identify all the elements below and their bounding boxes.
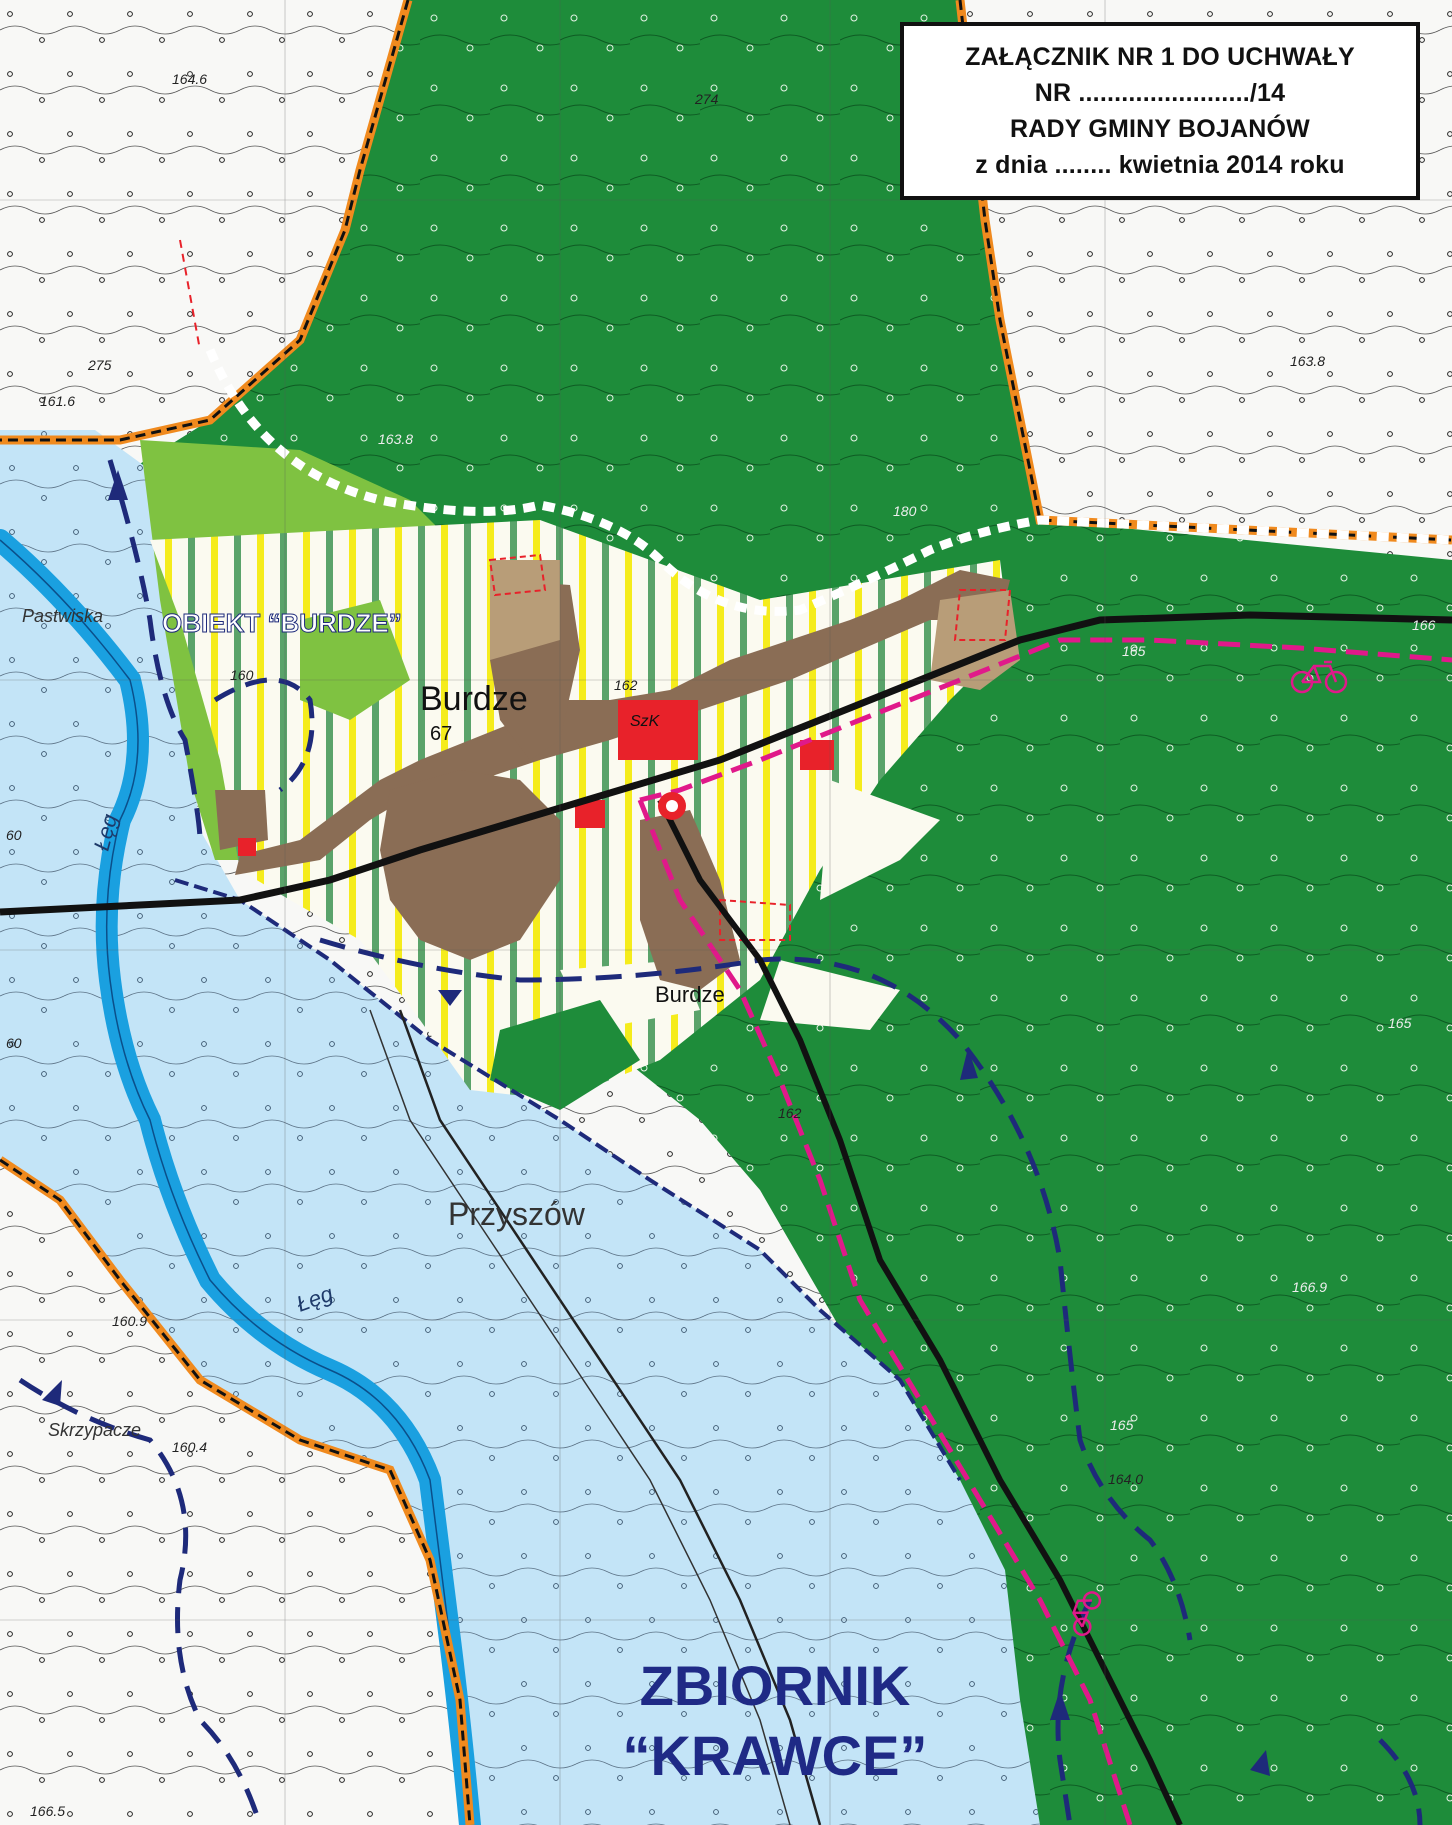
title-line-2: NR ......................../14: [1034, 79, 1286, 107]
arrow-icon: [960, 1048, 978, 1080]
proposed-area-outline-3: [953, 589, 1012, 641]
builtup-area-south: [640, 810, 740, 990]
service-area-school: [618, 700, 698, 760]
elevation-label: 166.5: [30, 1803, 65, 1819]
arrow-icon: [1050, 1690, 1070, 1720]
elevation-label: 164.6: [172, 71, 207, 87]
bike-route-south: [637, 799, 1133, 1825]
elevation-label: 166.9: [1292, 1279, 1327, 1295]
village-label-przyszow: Przyszów: [448, 1196, 586, 1232]
builtup-area-center: [380, 770, 560, 960]
reservoir-boundary-object: [213, 677, 315, 792]
road-railway: [398, 1009, 822, 1825]
elevation-label: 60: [6, 827, 22, 843]
reservoir-boundary-east: [1378, 1738, 1423, 1825]
proposed-area-outline-2: [719, 898, 791, 941]
elevation-label: 164.0: [1108, 1471, 1143, 1487]
reservoir-boundary-southwest: [18, 1377, 263, 1825]
school-label: SzK: [630, 713, 661, 730]
elevation-label: 165: [1122, 643, 1146, 659]
arrow-icon: [108, 470, 128, 500]
reservoir-boundary-north: [319, 937, 1193, 1641]
title-line-3: RADY GMINY BOJANÓW: [1010, 115, 1310, 143]
municipal-boundary-west-dash: [0, 1158, 472, 1825]
elevation-label: 160.4: [172, 1439, 207, 1455]
title-line-1: ZAŁĄCZNIK NR 1 DO UCHWAŁY: [965, 43, 1355, 71]
object-name-label: OBIEKT “BURDZE”: [162, 608, 402, 638]
bicycle-icon: [1290, 660, 1348, 694]
elevation-label: 163.8: [378, 431, 413, 447]
proposed-area-outline-1: [488, 553, 547, 597]
object-boundary-dashed-red: [179, 239, 201, 351]
village-label-burdze-south: Burdze: [655, 982, 725, 1007]
service-area-4: [238, 838, 256, 856]
monument-point-icon[interactable]: [658, 792, 686, 820]
elevation-label: 160.9: [112, 1313, 147, 1329]
bicycle-icon: [1072, 1591, 1102, 1637]
elevation-label: 163.8: [1290, 353, 1325, 369]
open-area-1: [820, 780, 940, 900]
village-label-burdze: Burdze: [420, 680, 528, 718]
arrow-icon: [42, 1380, 62, 1406]
road-south: [657, 798, 1183, 1825]
bike-route: [639, 637, 1452, 803]
place-label-skrzypacze: Skrzypacze: [48, 1420, 141, 1440]
elevation-label: 165: [1110, 1417, 1134, 1433]
elevation-label: 166: [1412, 617, 1436, 633]
road-railway-2: [369, 1009, 791, 1825]
meadow-patch-1: [300, 600, 410, 720]
elevation-label: 162: [614, 677, 638, 693]
builtup-area-tan-3: [215, 790, 268, 850]
place-label-pastwiska: Pastwiska: [22, 606, 103, 626]
elevation-label: 180: [893, 503, 917, 519]
elevation-label: 162: [778, 1105, 802, 1121]
elevation-label: 60: [6, 1035, 22, 1051]
reservoir-label-line2: “KRAWCE”: [623, 1724, 928, 1787]
arrow-icon: [438, 990, 462, 1006]
service-area-3: [800, 740, 834, 770]
river-leg-outline: [0, 539, 471, 1825]
elevation-label: 275: [87, 357, 112, 373]
road-main-west-east: [0, 611, 1452, 916]
resolution-title-box: ZAŁĄCZNIK NR 1 DO UCHWAŁY NR ...........…: [900, 22, 1420, 200]
municipal-boundary-north-dash: [0, 0, 410, 442]
hill-texture-southwest: [0, 1160, 470, 1825]
elevation-label: 160: [230, 667, 254, 683]
title-line-4: z dnia ........ kwietnia 2014 roku: [975, 151, 1345, 179]
arrow-icon: [1250, 1750, 1270, 1776]
village-number-label: 67: [430, 723, 452, 745]
elevation-label: 165: [1388, 1015, 1412, 1031]
builtup-area-tan-1: [490, 560, 560, 660]
object-boundary-dashed: [205, 348, 1452, 616]
reservoir-label-line1: ZBIORNIK: [640, 1654, 911, 1717]
elevation-label: 274: [694, 91, 719, 107]
elevation-label: 161.6: [40, 393, 75, 409]
meadow-patch-2: [490, 1000, 640, 1110]
